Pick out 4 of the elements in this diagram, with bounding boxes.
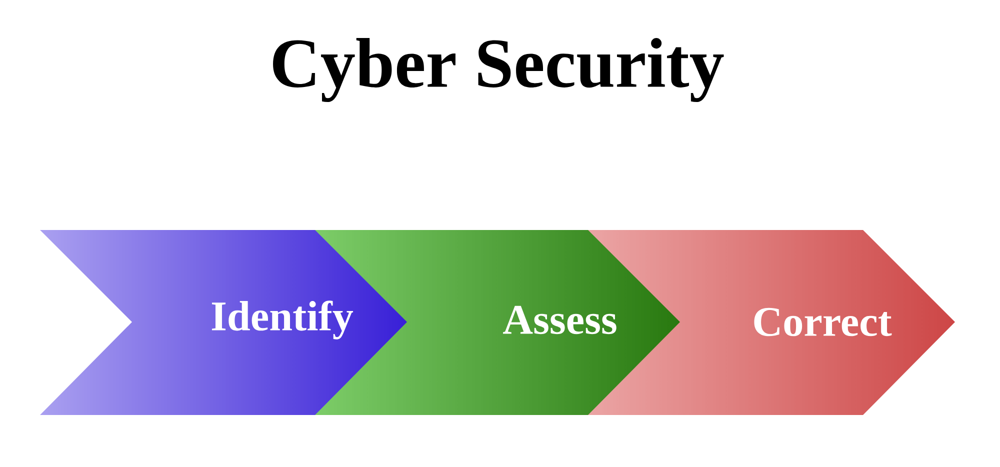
chevron-arrow: Assess (503, 306, 616, 334)
chevron-arrow: Correct (754, 308, 892, 336)
chevron-arrow: Identify (212, 300, 354, 340)
title: Cyber Security (273, 38, 724, 102)
